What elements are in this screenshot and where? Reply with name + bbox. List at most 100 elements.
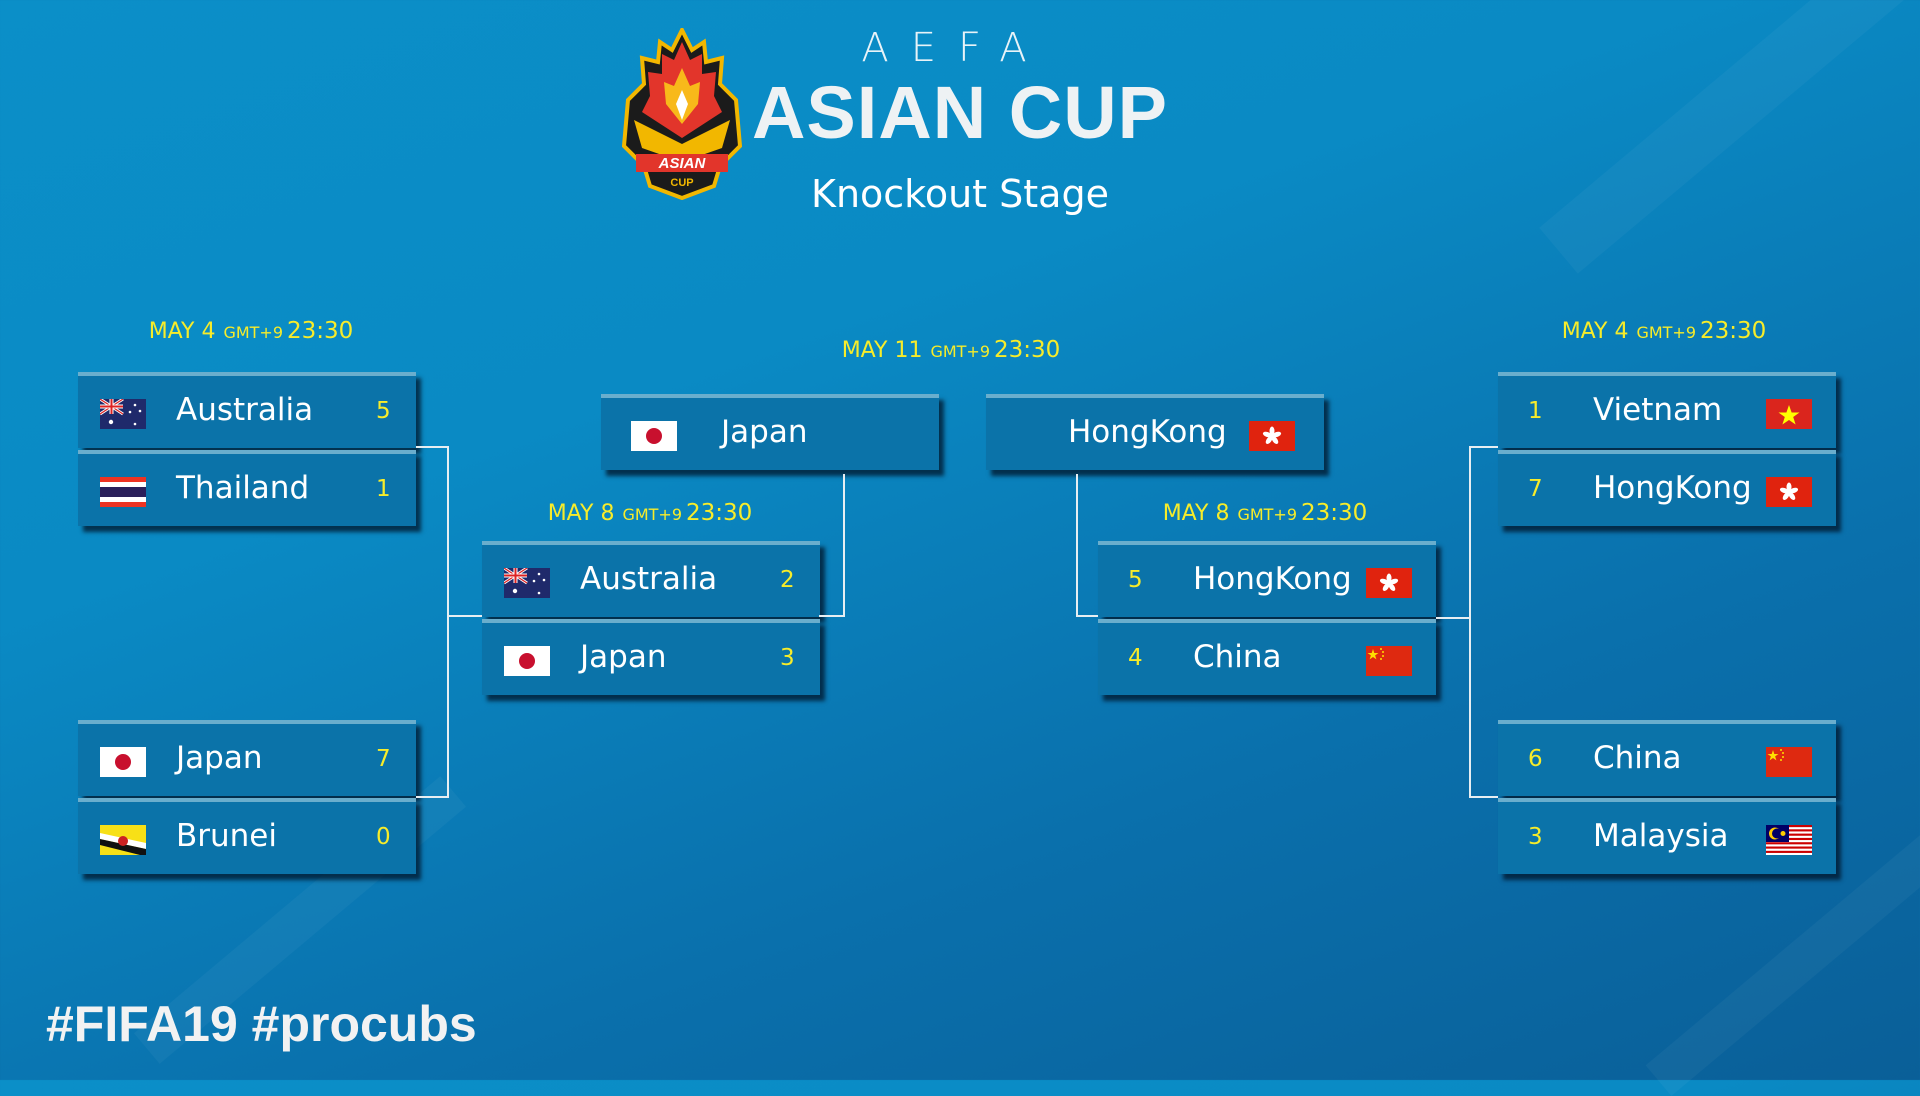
org-name: AEFA <box>861 25 1049 71</box>
match-time: 23:30 <box>686 500 753 526</box>
team-score: 6 <box>1528 746 1543 772</box>
team-score: 1 <box>1528 398 1543 424</box>
team-row-jp[interactable]: Japan 7 <box>78 720 416 796</box>
svg-text:CUP: CUP <box>670 177 693 189</box>
flag-bn-icon <box>100 825 146 855</box>
connector-line <box>843 474 845 617</box>
match-timezone: GMT+9 <box>622 505 683 524</box>
flag-hk-icon <box>1249 421 1295 451</box>
team-row-jp[interactable]: Japan 3 <box>482 619 820 695</box>
team-score: 3 <box>780 645 795 671</box>
match-timezone: GMT+9 <box>1636 323 1697 342</box>
connector-line <box>1469 446 1471 798</box>
team-score: 7 <box>376 746 391 772</box>
match-timezone: GMT+9 <box>1237 505 1298 524</box>
team-score: 1 <box>376 476 391 502</box>
team-name: China <box>1193 639 1282 675</box>
team-row-bn[interactable]: Brunei 0 <box>78 798 416 874</box>
team-score: 5 <box>1128 567 1143 593</box>
team-score: 7 <box>1528 476 1543 502</box>
team-row-au[interactable]: Australia 2 <box>482 541 820 617</box>
match-day: MAY 4 <box>1561 319 1629 344</box>
flag-au-icon <box>504 568 550 598</box>
connector-line <box>1076 474 1078 617</box>
hashtags: #FIFA19 #procubs <box>46 996 477 1052</box>
connector-line <box>1076 615 1098 617</box>
connector-line <box>819 615 844 617</box>
match-time: 23:30 <box>287 318 354 344</box>
team-name: Brunei <box>176 818 277 854</box>
connector-line <box>1469 796 1498 798</box>
team-row-hk[interactable]: HongKong 5 <box>1098 541 1436 617</box>
bg-stripe <box>1539 0 1920 274</box>
match-day: MAY 8 <box>547 501 615 526</box>
team-name: China <box>1593 740 1682 776</box>
connector-line <box>1469 446 1498 448</box>
match-timezone: GMT+9 <box>223 323 284 342</box>
team-row-my[interactable]: Malaysia 3 <box>1498 798 1836 874</box>
team-name: Japan <box>580 639 667 675</box>
final-slot: HongKong <box>986 394 1324 472</box>
stage-subtitle: Knockout Stage <box>811 172 1109 216</box>
team-row-au[interactable]: Australia 5 <box>78 372 416 448</box>
team-score: 3 <box>1528 824 1543 850</box>
team-row-cn[interactable]: China 4 <box>1098 619 1436 695</box>
flag-cn-icon <box>1366 646 1412 676</box>
team-name: Australia <box>176 392 314 428</box>
match-day: MAY 8 <box>1162 501 1230 526</box>
flag-hk-icon <box>1766 477 1812 507</box>
flag-au-icon <box>100 399 146 429</box>
team-name: Malaysia <box>1593 818 1729 854</box>
connector-line <box>447 615 482 617</box>
flag-hk-icon <box>1366 568 1412 598</box>
team-name: HongKong <box>1193 561 1352 597</box>
team-score: 2 <box>780 567 795 593</box>
match-time: 23:30 <box>994 337 1061 363</box>
team-row-cn[interactable]: China 6 <box>1498 720 1836 796</box>
team-name: Japan <box>721 414 808 450</box>
team-name: Japan <box>176 740 263 776</box>
team-name: Thailand <box>176 470 310 506</box>
match-time: 23:30 <box>1301 500 1368 526</box>
final-slot: Japan <box>601 394 939 472</box>
page-title: ASIAN CUP <box>751 71 1169 154</box>
team-row-th[interactable]: Thailand 1 <box>78 450 416 526</box>
team-name: HongKong <box>1068 414 1227 450</box>
flag-cn-icon <box>1766 747 1812 777</box>
match-timezone: GMT+9 <box>930 342 990 361</box>
svg-text:ASIAN: ASIAN <box>658 155 707 172</box>
connector-line <box>416 446 448 448</box>
flag-vn-icon <box>1766 399 1812 429</box>
match-day: MAY 11 <box>841 338 923 363</box>
team-score: 0 <box>376 824 391 850</box>
team-name: Australia <box>580 561 718 597</box>
connector-line <box>416 796 448 798</box>
connector-line <box>447 446 449 798</box>
team-row-hk[interactable]: HongKong <box>986 394 1324 470</box>
flag-jp-icon <box>100 747 146 777</box>
flag-jp-icon <box>631 421 677 451</box>
connector-line <box>1436 617 1470 619</box>
asian-cup-logo: ASIAN CUP <box>622 28 742 200</box>
flag-th-icon <box>100 477 146 507</box>
match-day: MAY 4 <box>148 319 216 344</box>
team-row-jp[interactable]: Japan <box>601 394 939 470</box>
team-score: 5 <box>376 398 391 424</box>
flag-my-icon <box>1766 825 1812 855</box>
match-time: 23:30 <box>1700 318 1767 344</box>
flag-jp-icon <box>504 646 550 676</box>
team-score: 4 <box>1128 645 1143 671</box>
